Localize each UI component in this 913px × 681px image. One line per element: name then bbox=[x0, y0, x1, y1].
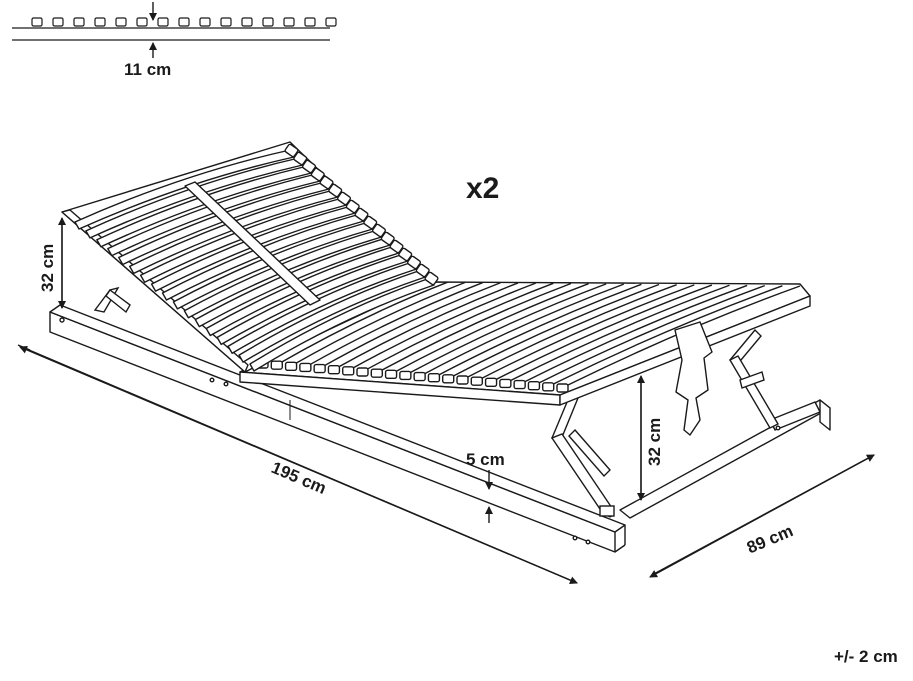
slat-bump bbox=[115, 17, 127, 27]
slat-cap bbox=[484, 377, 498, 387]
flat-slat bbox=[475, 284, 695, 382]
tolerance-label: +/- 2 cm bbox=[834, 647, 898, 666]
slat-bump bbox=[304, 17, 316, 27]
flat-slat-section bbox=[239, 281, 811, 436]
slat-bump bbox=[325, 17, 337, 27]
slat-bump bbox=[241, 17, 253, 27]
slat-cap bbox=[363, 215, 378, 230]
raised-head-section bbox=[61, 141, 439, 373]
slat-bump bbox=[94, 17, 106, 27]
slat-cap bbox=[398, 247, 413, 262]
flat-slat bbox=[361, 282, 554, 373]
frame-height-label: 5 cm bbox=[466, 450, 505, 469]
slat-bump bbox=[136, 17, 148, 27]
flat-slat bbox=[318, 282, 501, 370]
flat-slat bbox=[433, 283, 642, 379]
flat-slat bbox=[304, 281, 484, 369]
flat-slat bbox=[461, 284, 677, 381]
slat-cap bbox=[456, 375, 469, 385]
slat-cap bbox=[407, 255, 422, 270]
slat-cap bbox=[345, 199, 360, 214]
slat-cap bbox=[399, 370, 412, 381]
dimension-lines bbox=[17, 217, 875, 584]
slat-bump bbox=[262, 17, 274, 27]
slat-bump bbox=[52, 17, 64, 27]
slat-cap bbox=[342, 366, 355, 376]
slat-cap bbox=[384, 369, 398, 379]
slat-cap bbox=[284, 361, 298, 371]
slat-cap bbox=[424, 271, 439, 286]
slat-cap bbox=[328, 183, 343, 198]
head-lift-mechanism bbox=[93, 286, 131, 314]
flat-slat bbox=[290, 281, 466, 367]
base-frame bbox=[49, 304, 831, 553]
flat-slat bbox=[490, 284, 713, 383]
slat-cap bbox=[370, 368, 383, 378]
flat-slat bbox=[447, 283, 660, 380]
slat-cap bbox=[380, 231, 395, 246]
slat-bump bbox=[199, 17, 211, 27]
flat-slat bbox=[404, 283, 607, 377]
foot-lift-mechanism-left bbox=[550, 394, 615, 517]
flat-slat bbox=[347, 282, 536, 372]
slat-cap bbox=[427, 373, 441, 383]
slat-bump bbox=[178, 17, 190, 27]
slat-cap bbox=[356, 367, 369, 377]
slat-bump bbox=[283, 17, 295, 27]
slat-thickness-label: 11 cm bbox=[124, 60, 172, 79]
slat-cap bbox=[310, 167, 325, 182]
slat-bump bbox=[220, 17, 232, 27]
slat-bump bbox=[157, 17, 169, 27]
foot-height-label: 32 cm bbox=[645, 417, 664, 466]
slat-section-detail bbox=[12, 17, 337, 41]
slat-cap bbox=[413, 371, 426, 382]
flat-slat bbox=[275, 281, 448, 366]
slat-cap bbox=[442, 374, 455, 384]
flat-slat bbox=[418, 283, 625, 378]
slat-cap bbox=[327, 365, 341, 375]
slat-cap bbox=[270, 360, 283, 370]
flat-slat bbox=[518, 284, 748, 386]
slat-cap bbox=[389, 239, 404, 254]
flat-slat bbox=[533, 284, 766, 387]
flat-slat bbox=[390, 283, 589, 375]
slat-bump bbox=[73, 17, 85, 27]
flat-slat bbox=[375, 282, 572, 374]
slat-cap bbox=[527, 381, 541, 391]
slat-cap bbox=[513, 379, 526, 390]
foot-lift-mechanism-right bbox=[729, 328, 779, 429]
slat-cap bbox=[293, 151, 308, 166]
slat-cap bbox=[313, 363, 326, 374]
slat-cap bbox=[415, 263, 430, 278]
slat-cap bbox=[337, 191, 352, 206]
flat-slat bbox=[547, 285, 783, 388]
slat-cap bbox=[319, 175, 334, 190]
quantity-multiplier-label: x2 bbox=[466, 172, 500, 205]
flat-slat bbox=[504, 284, 730, 385]
head-height-label: 32 cm bbox=[38, 243, 57, 292]
slat-cap bbox=[354, 207, 369, 222]
slat-bump bbox=[31, 17, 43, 27]
slat-cap bbox=[470, 376, 483, 386]
slat-cap bbox=[499, 378, 512, 389]
slat-cap bbox=[299, 362, 312, 373]
slat-cap bbox=[542, 382, 555, 392]
flat-slat bbox=[333, 282, 519, 371]
slat-cap bbox=[556, 383, 569, 393]
slat-cap bbox=[302, 159, 317, 174]
slat-cap bbox=[372, 223, 387, 238]
slat-cap bbox=[284, 143, 299, 158]
